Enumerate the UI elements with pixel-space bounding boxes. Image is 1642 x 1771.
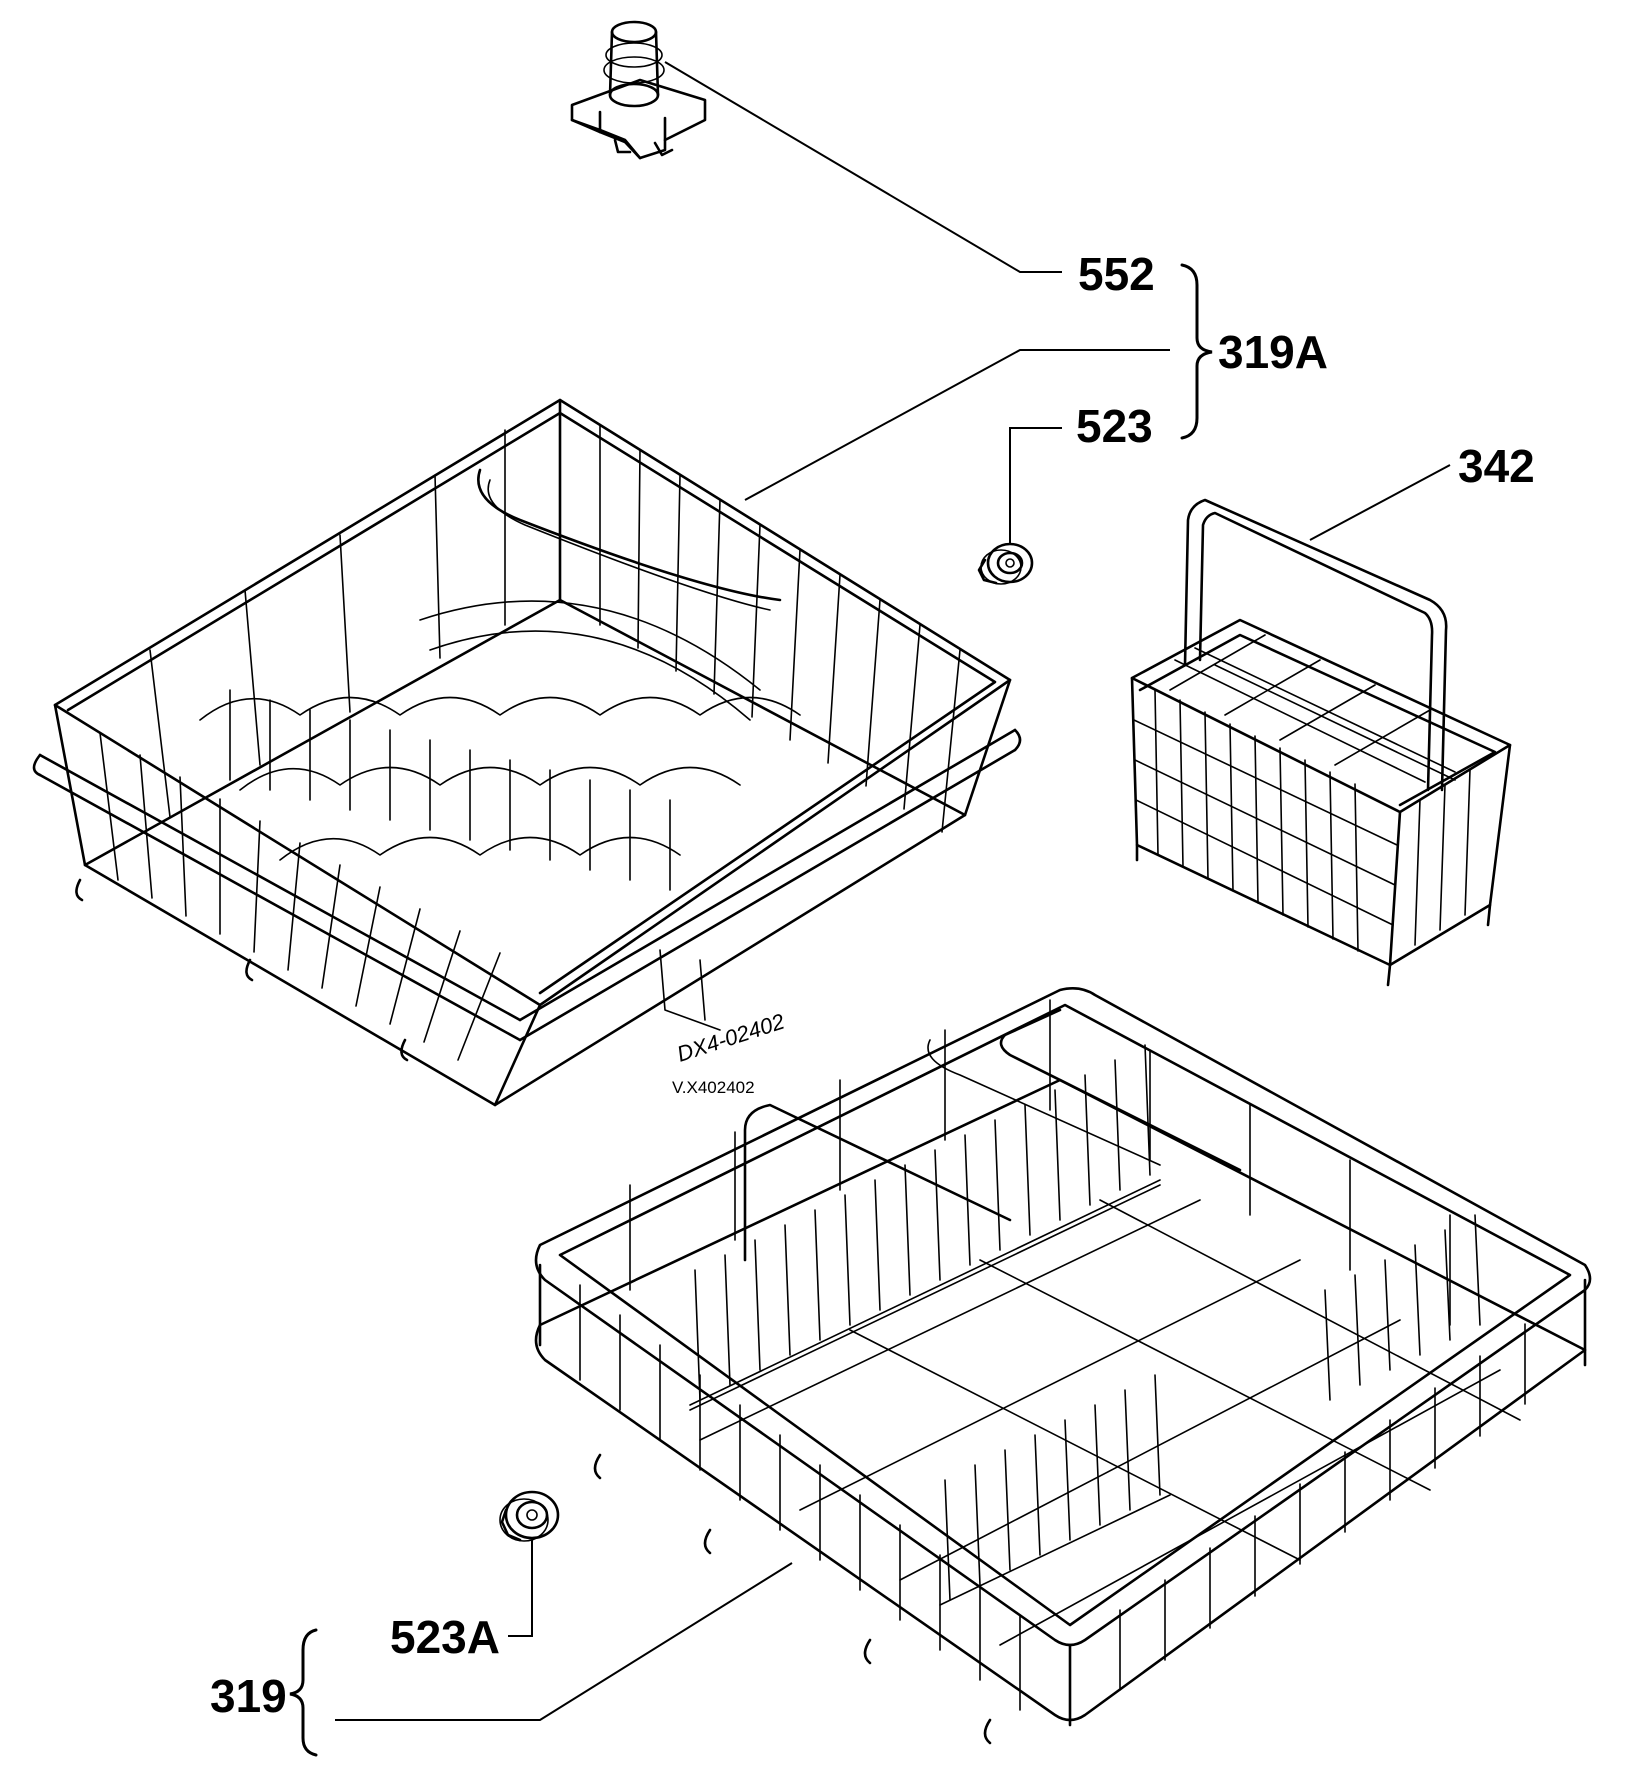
leader-523 [1009, 427, 1062, 545]
handwritten-drawing-code: DX4-02402 [674, 1009, 788, 1067]
label-319: 319 [210, 1670, 287, 1722]
part-319A-upper-basket [32, 398, 1022, 1107]
part-523A-wheel [499, 1490, 560, 1542]
leader-552 [664, 61, 1062, 273]
leader-523A [508, 1540, 533, 1637]
brace-319A [1180, 263, 1213, 440]
leader-342 [1309, 464, 1451, 541]
label-342: 342 [1458, 440, 1535, 492]
part-319-lower-basket [534, 987, 1592, 1745]
part-552-rail-stop [570, 20, 707, 160]
part-523-wheel [977, 542, 1034, 585]
drawing-codes: DX4-02402 V.X402402 [672, 1009, 787, 1097]
label-523A: 523A [390, 1611, 500, 1663]
braces [289, 263, 1213, 1757]
callout-labels: 552 319A 523 342 523A 319 [210, 248, 1535, 1722]
label-552: 552 [1078, 248, 1155, 300]
leader-319 [335, 1562, 793, 1721]
leader-lines [335, 61, 1451, 1721]
brace-319 [289, 1628, 318, 1757]
printed-drawing-code: V.X402402 [672, 1078, 755, 1097]
label-319A: 319A [1218, 326, 1328, 378]
part-342-cutlery-basket [1130, 498, 1512, 987]
leader-319A [744, 349, 1170, 501]
label-523: 523 [1076, 400, 1153, 452]
